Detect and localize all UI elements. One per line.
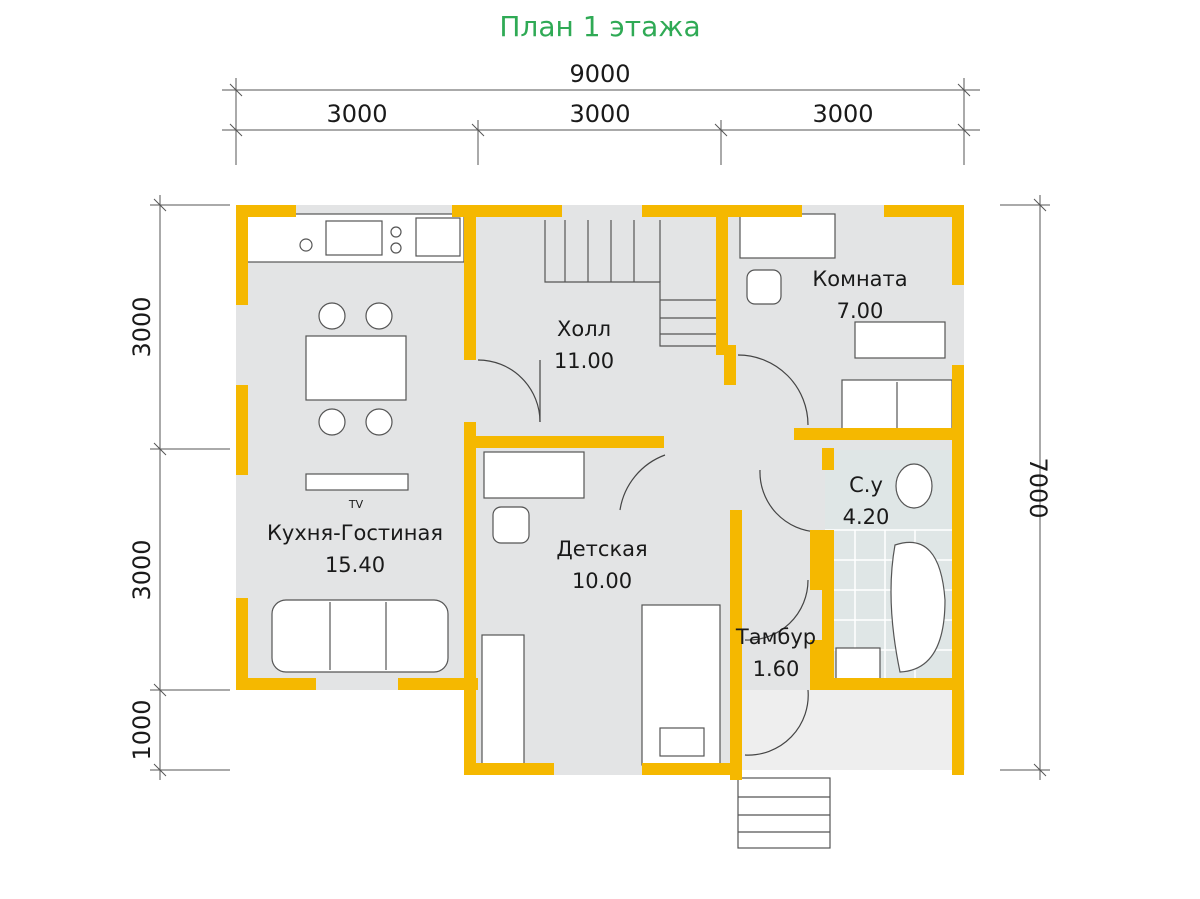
furniture [245,213,953,849]
dim-segment-1: 3000 [326,100,387,128]
room-name-kids: Детская [556,537,647,561]
toilet [895,463,933,509]
dim-total-height: 7000 [1024,457,1052,518]
sofa [271,599,449,673]
dim-segment-2: 3000 [569,100,630,128]
room-area-tambur: 1.60 [753,657,800,681]
bathtub [890,541,946,673]
room-name-kitchen: Кухня-Гостиная [267,521,443,545]
room-area-kitchen: 15.40 [325,553,385,577]
desk [739,213,836,259]
room-area-bath: 4.20 [843,505,890,529]
room-area-room: 7.00 [837,299,884,323]
walls [236,205,964,780]
room-name-bath: С.у [849,473,883,497]
dimension-lines [150,78,1050,780]
dim-segment-3: 3000 [812,100,873,128]
room-area-kids: 10.00 [572,569,632,593]
door-swings [477,354,819,756]
dimension-labels: 9000 3000 3000 3000 3000 3000 1000 7000 [128,60,1052,761]
dim-left-1: 3000 [128,296,156,357]
tv-stand [305,473,409,491]
dining-table [305,335,407,401]
room-name-tambur: Тамбур [735,625,816,649]
room-name-room: Комната [812,267,907,291]
wardrobe [481,634,525,766]
room-labels: TV Кухня-Гостиная 15.40 Холл 11.00 Комна… [267,267,908,681]
chair [746,269,782,305]
entry-steps [737,777,831,849]
dim-left-3: 1000 [128,699,156,760]
room-name-hall: Холл [557,317,611,341]
kids-desk [483,451,585,499]
kids-chair [492,506,530,544]
plan-title: План 1 этажа [499,10,701,43]
sink [835,647,881,681]
tv-label: TV [348,498,364,511]
room-area-hall: 11.00 [554,349,614,373]
dim-left-2: 3000 [128,539,156,600]
dim-total-width: 9000 [569,60,630,88]
bed [854,321,946,359]
